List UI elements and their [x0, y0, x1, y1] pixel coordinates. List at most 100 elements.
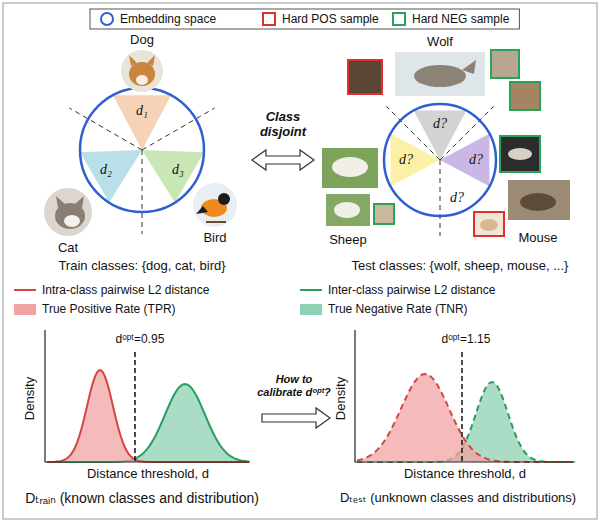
bird-photo [196, 206, 208, 214]
hard-negative-photo [500, 136, 540, 172]
dataset-title: Dₜᵣₐᵢₙ (known classes and distribution) [25, 490, 259, 506]
wolf-photo [462, 60, 476, 74]
dog-photo [147, 55, 155, 66]
distance-symbol: d? [433, 116, 447, 132]
hard-negative-photo [510, 82, 540, 110]
legend-text: Hard NEG sample [412, 12, 509, 26]
axis-title: Distance threshold, d [87, 467, 209, 482]
threshold-line [134, 352, 136, 462]
wolf-photo [395, 52, 485, 96]
distance-symbol: d? [399, 152, 413, 168]
figure-frame [3, 3, 597, 519]
line-swatch [300, 289, 322, 291]
hard-negative-photo [508, 148, 532, 160]
circle-swatch [100, 12, 114, 26]
legend-text: Embedding space [120, 12, 216, 26]
sheep-photo [322, 148, 378, 188]
cat-photo [75, 196, 84, 208]
test-embedding [322, 50, 570, 236]
threshold-value: dᵒᵖᵗ=0.95 [116, 333, 165, 347]
class-name: Wolf [427, 35, 453, 50]
legend-text: Inter-class pairwise L2 distance [328, 283, 495, 297]
class-name: Dog [130, 33, 154, 48]
calibrate-arrow [262, 408, 330, 428]
legend-row: True Negative Rate (TNR) [300, 302, 468, 316]
sheep-photo [332, 157, 368, 177]
hard-positive-photo [348, 60, 382, 94]
threshold-value: dᵒᵖᵗ=1.15 [442, 333, 491, 347]
class-name: Cat [58, 241, 78, 256]
class-list: Train classes: {dog, cat, bird} [58, 259, 225, 274]
square-swatch [262, 12, 276, 26]
class-name: Sheep [329, 233, 367, 248]
mouse-photo [520, 193, 556, 211]
bird-sector [142, 150, 204, 203]
dog-photo [129, 55, 137, 66]
cat-photo [64, 215, 80, 227]
dog-photo [136, 75, 148, 85]
wolf-photo [414, 65, 466, 87]
distance-symbol: d₃ [172, 162, 184, 178]
distance-symbol: d₁ [136, 103, 148, 119]
sector-divider [142, 150, 143, 234]
sector-divider [386, 106, 440, 160]
hard-negative-photo [374, 204, 394, 224]
density-area [357, 374, 573, 462]
density-curves [47, 370, 573, 462]
arrow-label: Class disjoint [247, 110, 319, 140]
legend-row: Intra-class pairwise L2 distance [14, 283, 209, 297]
hard-negative-photo [491, 50, 519, 78]
color-swatch [14, 304, 36, 315]
bird-photo [206, 221, 226, 223]
legend-row: Hard NEG sample [392, 12, 509, 26]
sector-divider [440, 160, 441, 236]
color-swatch [300, 304, 322, 315]
legend-text: Intra-class pairwise L2 distance [42, 283, 209, 297]
class-list: Test classes: {wolf, sheep, mouse, ...} [352, 259, 569, 274]
legend-text: True Positive Rate (TPR) [42, 302, 176, 316]
hard-positive-photo [480, 219, 498, 231]
sheep-sector [391, 134, 440, 187]
dog-photo [129, 62, 155, 86]
legend-row: Inter-class pairwise L2 distance [300, 283, 495, 297]
distance-symbol: d₂ [100, 162, 112, 178]
double-arrow [252, 150, 314, 170]
bird-photo [193, 183, 237, 227]
mouse-photo [508, 180, 570, 220]
legend-row: Embedding space [100, 12, 216, 26]
distance-symbol: d? [450, 190, 464, 206]
bird-photo [218, 193, 230, 205]
distance-symbol: d? [469, 152, 483, 168]
threshold-line [461, 352, 463, 462]
line-swatch [14, 289, 36, 291]
embedding-circle [80, 88, 204, 212]
plot-axes [45, 330, 250, 462]
train-embedding [44, 50, 237, 236]
plot-axes [355, 330, 575, 462]
density-curve [357, 374, 573, 462]
density-curve [47, 370, 249, 462]
legend-text: True Negative Rate (TNR) [328, 302, 468, 316]
legend-text: Hard POS sample [282, 12, 379, 26]
square-swatch [392, 12, 406, 26]
dataset-title: Dₜₑₛₜ (unknown classes and distributions… [340, 491, 576, 506]
density-area [47, 370, 249, 462]
cat-sector [80, 150, 142, 203]
axis-title: Distance threshold, d [404, 467, 526, 482]
dog-photo [121, 50, 163, 92]
sheep-photo [334, 202, 360, 218]
sheep-photo [326, 194, 370, 226]
axis-title: Density [24, 376, 39, 419]
cat-photo [56, 196, 65, 208]
mouse-sector [440, 134, 489, 187]
hard-positive-photo [474, 212, 504, 236]
legend-row: Hard POS sample [262, 12, 379, 26]
axis-title: Density [335, 376, 350, 419]
class-name: Mouse [519, 231, 558, 246]
legend-row: True Positive Rate (TPR) [14, 302, 176, 316]
cat-photo [44, 188, 92, 236]
legend-frame [90, 9, 519, 29]
class-name: Bird [203, 231, 226, 246]
dog-sector [113, 95, 171, 150]
sector-divider [440, 106, 494, 160]
